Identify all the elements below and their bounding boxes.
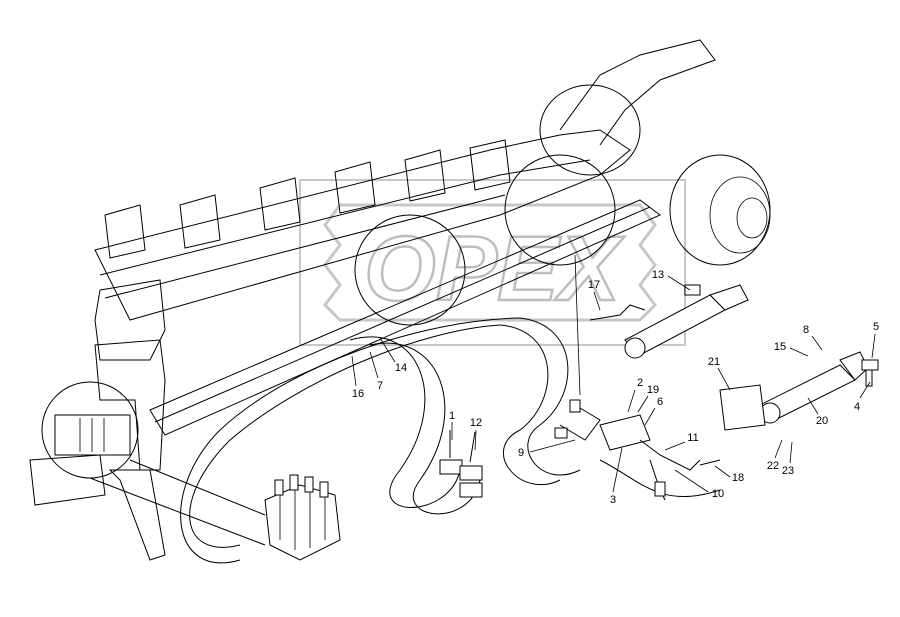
detail-circle-1 xyxy=(354,214,466,326)
callout-3: 3 xyxy=(610,494,616,506)
watermark-text: OPEX xyxy=(364,218,624,320)
callout-7: 7 xyxy=(377,380,383,392)
callout-22: 22 xyxy=(767,460,779,472)
watermark-gear-icon xyxy=(323,203,657,322)
callout-13: 13 xyxy=(652,269,664,281)
watermark-logo: OPEX xyxy=(299,179,686,346)
callout-14: 14 xyxy=(395,362,407,374)
callout-5: 5 xyxy=(873,321,879,333)
callout-11: 11 xyxy=(687,432,698,444)
control-valve xyxy=(54,414,341,561)
wheel-front xyxy=(539,84,641,176)
callout-1: 1 xyxy=(449,410,455,422)
clamp-brackets xyxy=(439,430,483,498)
cylinder-lower xyxy=(719,351,879,431)
callout-15: 15 xyxy=(774,341,786,353)
valve-block xyxy=(554,399,721,501)
callout-4: 4 xyxy=(854,401,860,413)
callout-17: 17 xyxy=(588,279,600,291)
callout-12: 12 xyxy=(470,417,482,429)
plough-frame xyxy=(29,39,771,561)
callout-19: 19 xyxy=(647,384,659,396)
callout-6: 6 xyxy=(657,396,663,408)
callout-9: 9 xyxy=(518,447,524,459)
callout-8: 8 xyxy=(803,324,809,336)
callout-2: 2 xyxy=(637,377,643,389)
callouts: 1 2 3 4 5 6 7 8 9 10 11 12 13 14 15 16 1… xyxy=(351,254,879,506)
callout-16: 16 xyxy=(352,388,364,400)
body-mounts xyxy=(104,139,511,259)
callout-21: 21 xyxy=(708,356,720,368)
callout-20: 20 xyxy=(816,415,828,427)
hoses xyxy=(180,317,721,564)
callout-10: 10 xyxy=(712,488,724,500)
cylinder-upper xyxy=(589,284,749,359)
callout-23: 23 xyxy=(782,465,794,477)
callout-18: 18 xyxy=(732,472,744,484)
detail-circle-2 xyxy=(504,154,616,266)
